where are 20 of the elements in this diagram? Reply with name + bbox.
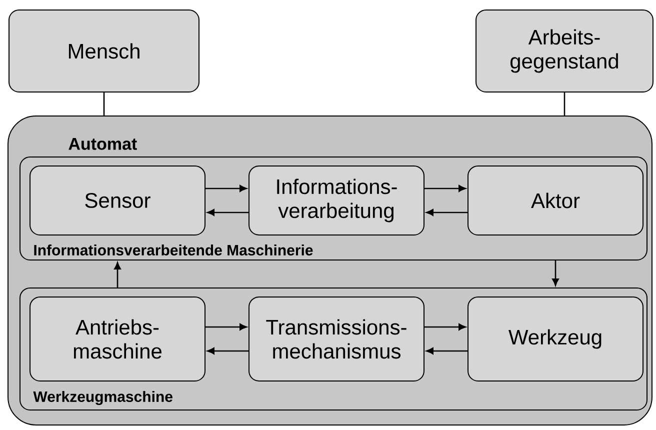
process-box: Arbeits- gegenstand	[476, 10, 654, 92]
process-box: Antriebs- maschine	[30, 296, 206, 382]
arrow	[424, 185, 466, 192]
process-box: Sensor	[30, 165, 206, 236]
process-box: Informations- verarbeitung	[248, 165, 424, 236]
arrow	[114, 262, 121, 288]
process-box: Transmissions- mechanismus	[248, 296, 424, 382]
arrow	[426, 209, 468, 216]
arrow	[207, 209, 248, 216]
arrow	[552, 260, 559, 286]
process-box: Aktor	[468, 165, 644, 236]
arrow	[426, 348, 468, 354]
arrow	[424, 324, 466, 330]
arrow	[206, 185, 247, 192]
arrow	[206, 324, 247, 330]
process-box: Mensch	[8, 10, 200, 92]
connector-line	[564, 92, 566, 116]
arrow	[207, 348, 248, 354]
connector-line	[103, 92, 105, 116]
process-box: Werkzeug	[468, 296, 644, 382]
